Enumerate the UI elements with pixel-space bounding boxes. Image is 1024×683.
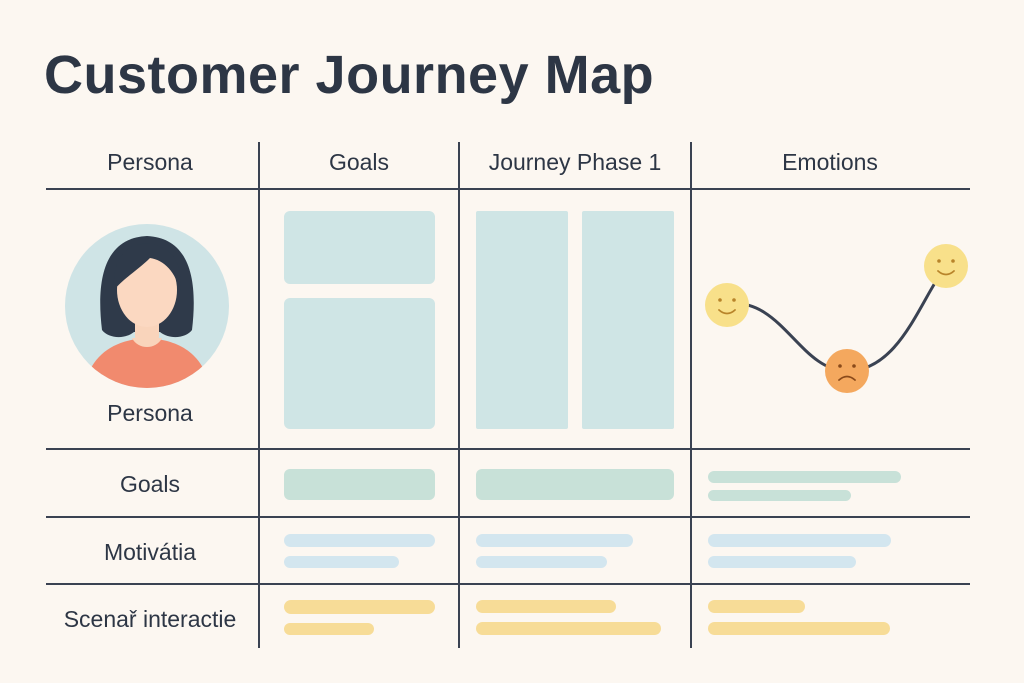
text-line-placeholder bbox=[476, 600, 616, 613]
sad-face-icon bbox=[825, 349, 869, 393]
text-line-placeholder bbox=[476, 534, 633, 547]
row-label-goals: Goals bbox=[44, 469, 256, 499]
text-line-placeholder bbox=[708, 471, 901, 483]
text-line-placeholder bbox=[708, 534, 891, 547]
text-line-placeholder bbox=[284, 534, 435, 547]
goals-row-placeholder bbox=[284, 469, 435, 500]
text-line-placeholder bbox=[476, 622, 661, 635]
row-label-motivation: Motivátia bbox=[44, 537, 256, 567]
happy-face-icon bbox=[924, 244, 968, 288]
text-line-placeholder bbox=[476, 556, 607, 568]
text-line-placeholder bbox=[708, 622, 890, 635]
text-line-placeholder bbox=[708, 490, 851, 501]
text-line-placeholder bbox=[708, 556, 856, 568]
text-line-placeholder bbox=[284, 556, 399, 568]
row-label-scenario: Scenař interactie bbox=[44, 604, 256, 634]
text-line-placeholder bbox=[284, 623, 374, 635]
text-line-placeholder bbox=[708, 600, 805, 613]
happy-face-icon bbox=[705, 283, 749, 327]
text-line-placeholder bbox=[284, 600, 435, 614]
goals-row-placeholder bbox=[476, 469, 674, 500]
